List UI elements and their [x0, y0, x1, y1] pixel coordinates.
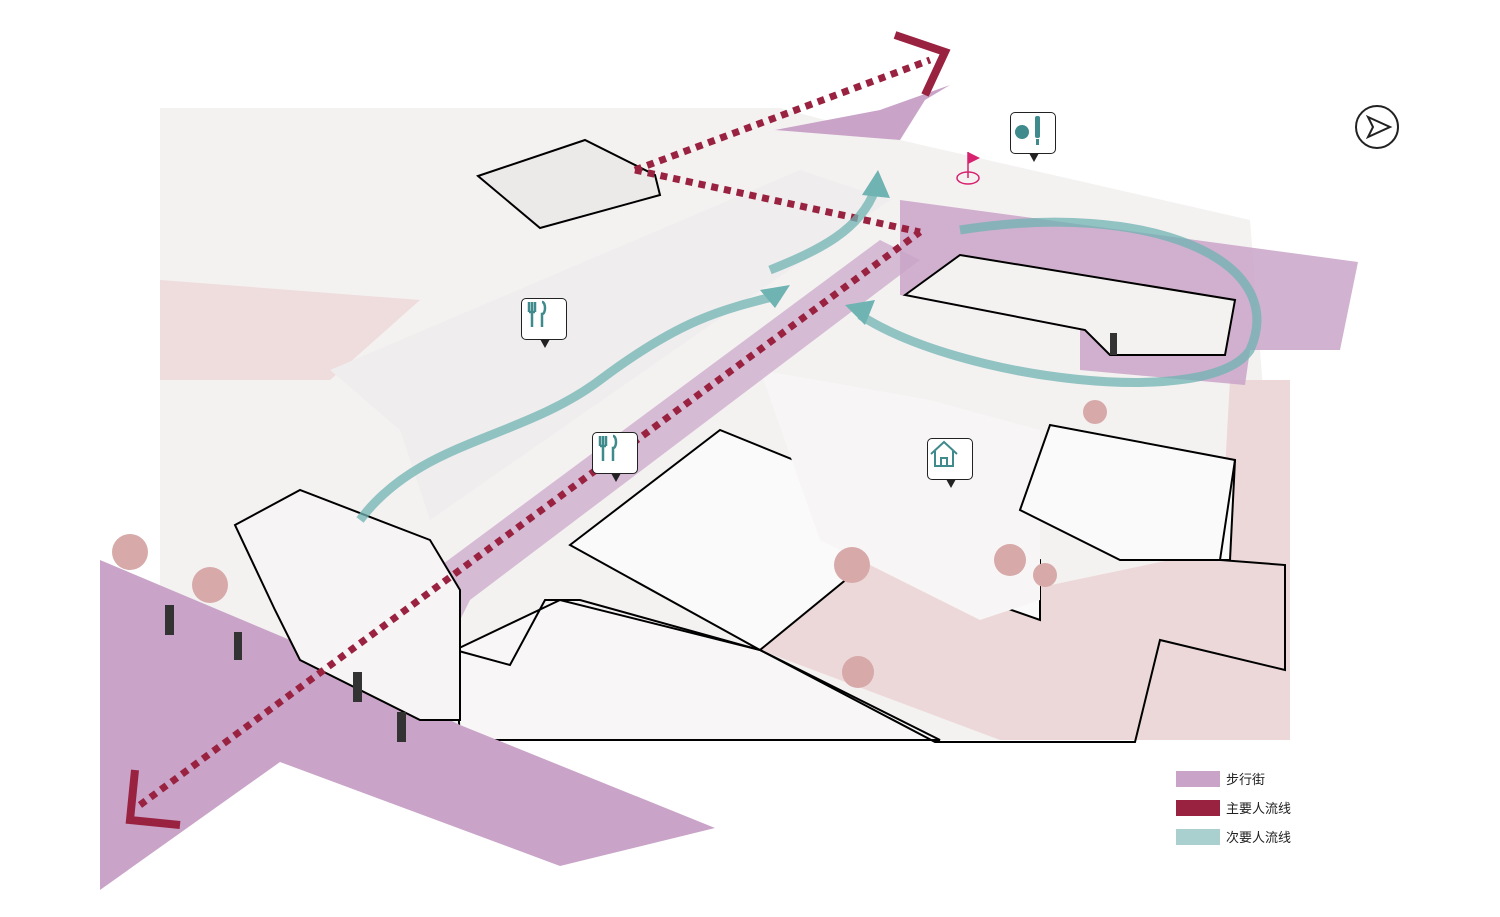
highlighted-building: [475, 138, 662, 230]
main-flow-line: [137, 229, 923, 808]
legend-label: 次要人流线: [1226, 831, 1292, 846]
building-block: [1018, 423, 1237, 561]
people-silhouettes: [165, 333, 1117, 742]
main-flow-line: [633, 56, 932, 174]
shophouse-row: [330, 170, 890, 520]
baseball-icon: [1010, 112, 1056, 162]
ground-pink-area: [160, 280, 420, 380]
legend-swatch: [1176, 799, 1220, 816]
pedestrian-street: [100, 560, 715, 890]
secondary-flow-line: [857, 217, 1262, 387]
legend-item-pedestrian-street: 步行街: [1176, 764, 1291, 793]
north-arrow-icon: [1355, 105, 1399, 149]
site-boundary: [454, 459, 1286, 743]
restaurant-icon: [521, 298, 567, 348]
main-flow-line: [634, 166, 921, 236]
secondary-flow-line: [768, 188, 880, 275]
pedestrian-street: [775, 85, 950, 140]
ground-pink-area: [1220, 380, 1290, 560]
secondary-flow-line: [356, 290, 782, 523]
legend-swatch: [1176, 828, 1220, 845]
secondary-flow-arrowhead: [845, 300, 875, 325]
legend-label: 主要人流线: [1226, 802, 1292, 817]
restaurant-icon: [592, 432, 638, 482]
main-flow-arrowhead: [893, 31, 951, 97]
inner-courtyard: [902, 253, 1237, 356]
golf-flag-icon: [956, 152, 980, 185]
ground-pink-area: [760, 540, 1290, 740]
legend-swatch: [1176, 770, 1220, 787]
secondary-flow-arrowhead: [760, 285, 790, 308]
memorial-gate: [233, 488, 461, 721]
legend-item-secondary-flow: 次要人流线: [1176, 822, 1291, 851]
main-flow-arrowhead: [125, 769, 181, 829]
building-block: [760, 370, 1040, 620]
legend-label: 步行街: [1226, 773, 1266, 788]
home-icon: [927, 438, 973, 488]
secondary-flow-arrowhead: [862, 170, 890, 198]
legend-item-main-flow: 主要人流线: [1176, 793, 1291, 822]
tree-icons: [112, 400, 1107, 688]
legend: 步行街 主要人流线 次要人流线: [1176, 764, 1291, 851]
